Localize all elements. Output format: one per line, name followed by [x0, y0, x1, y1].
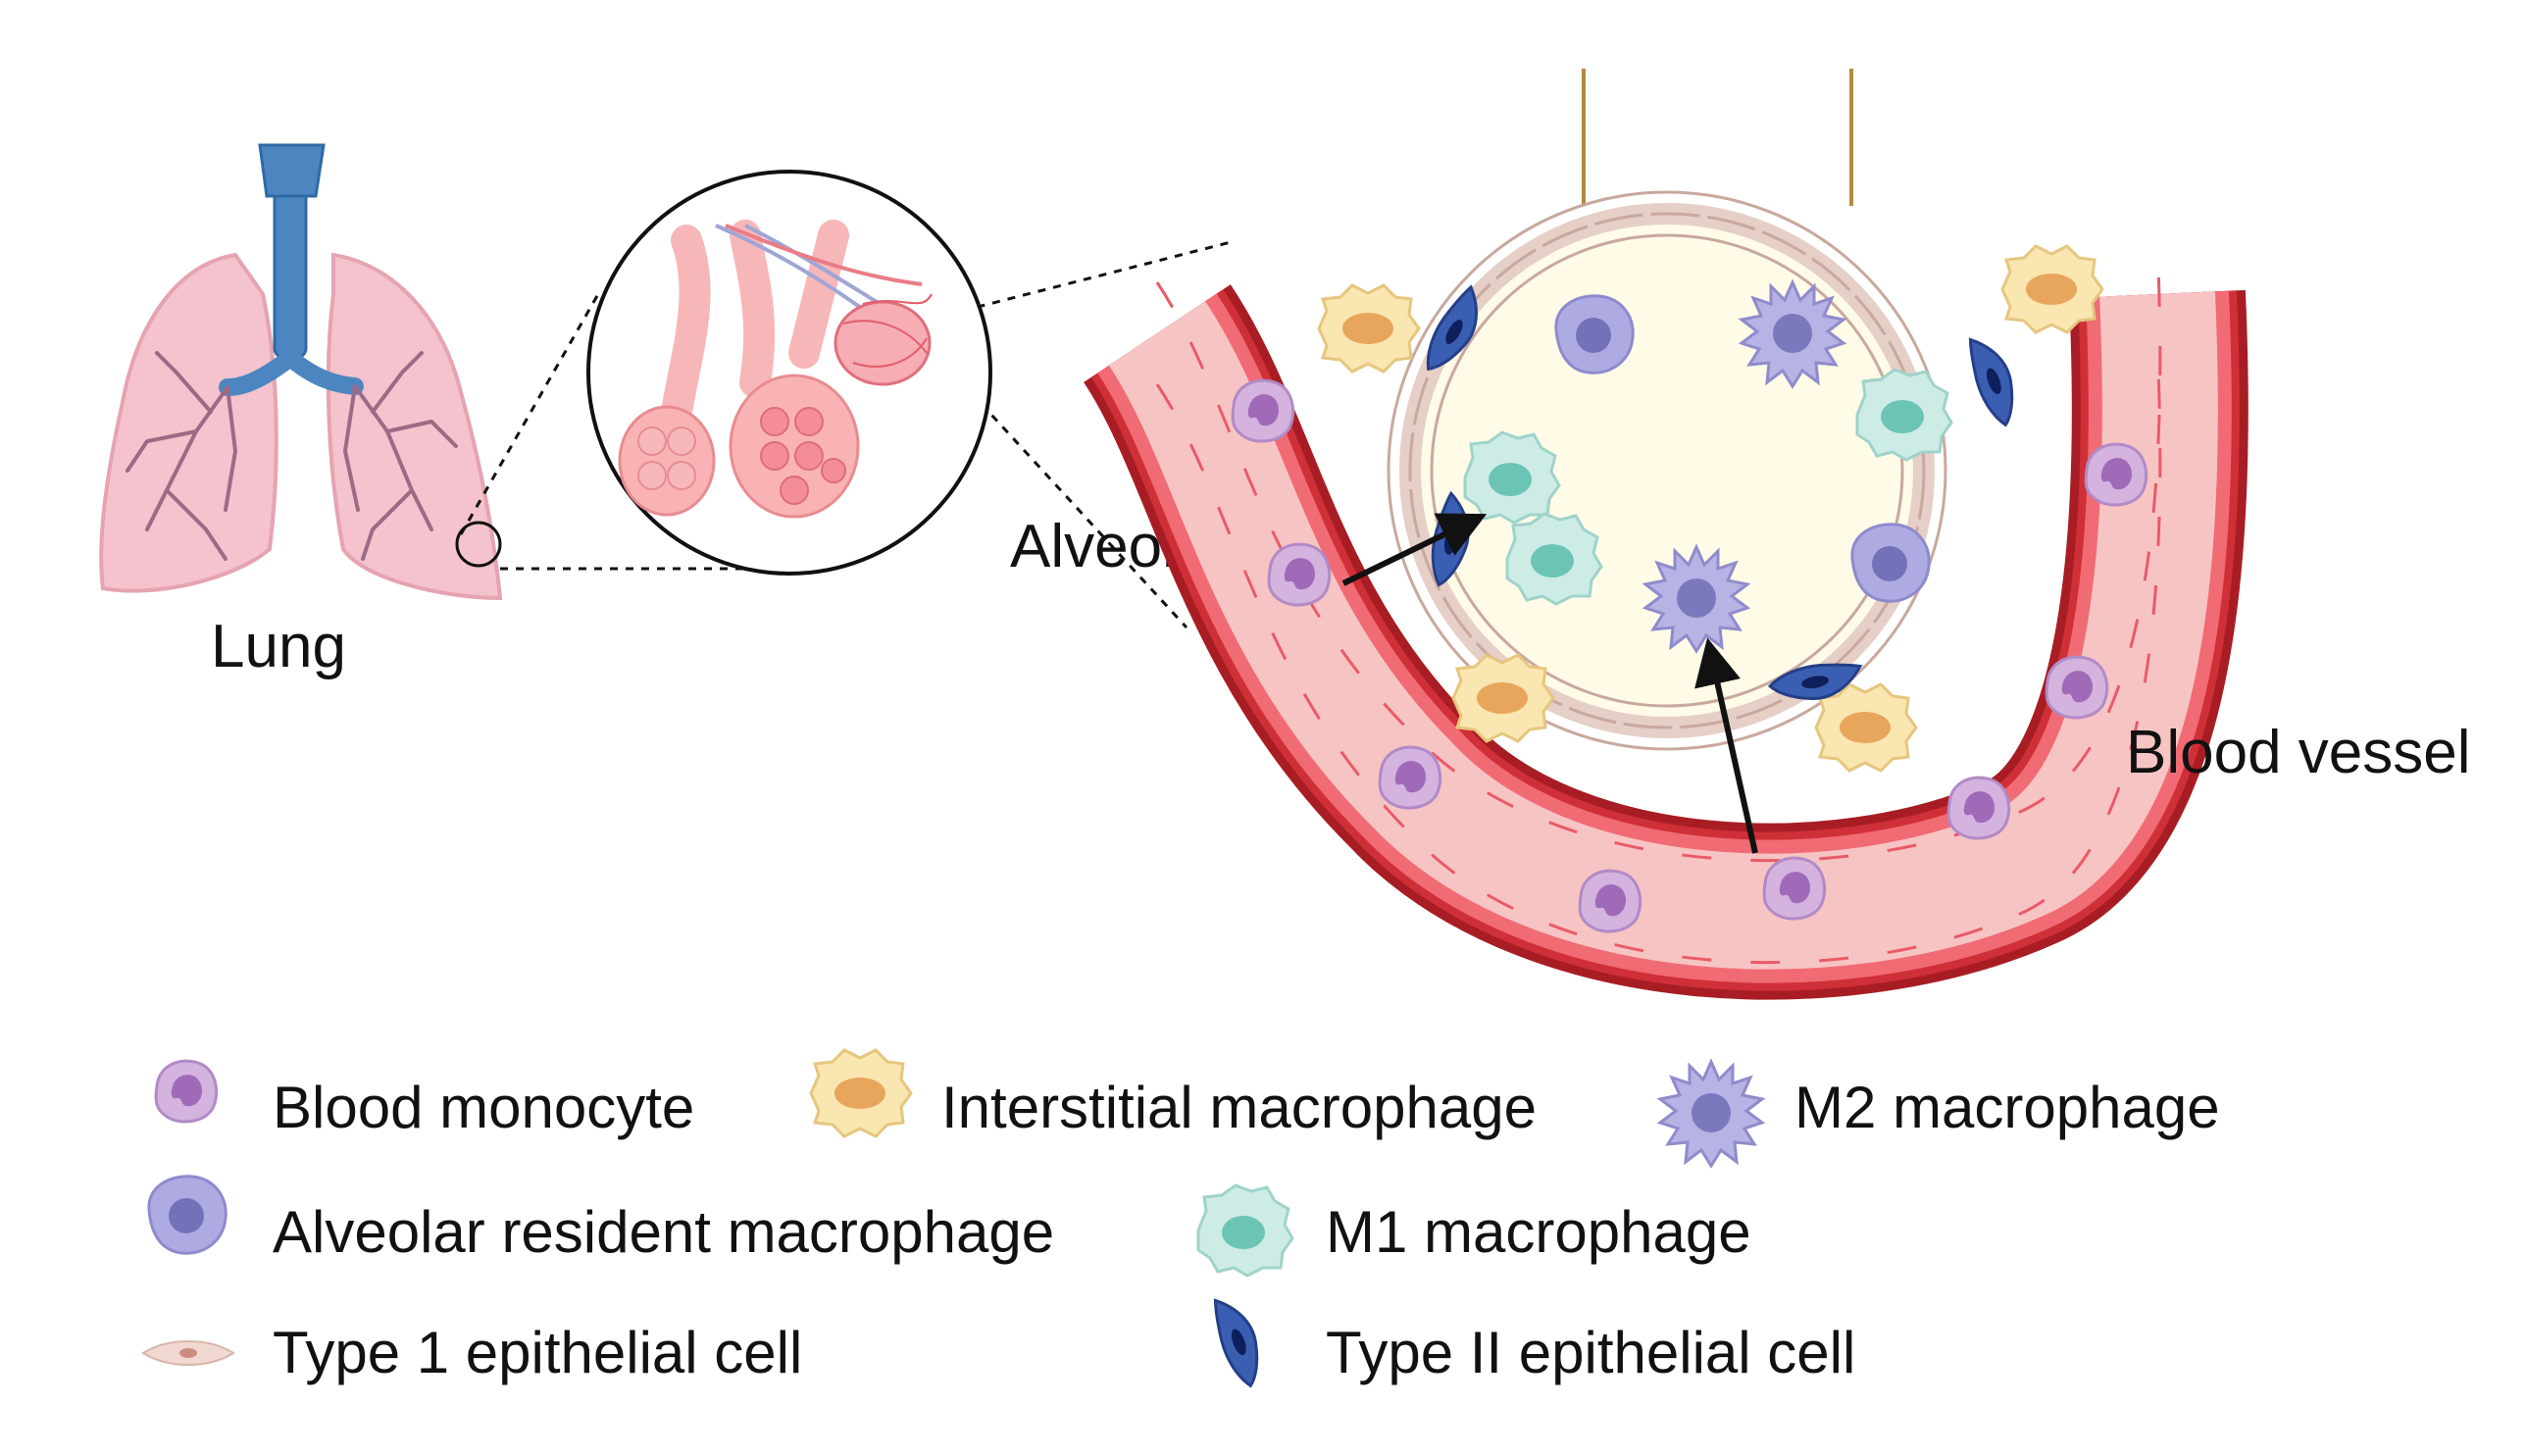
m1-macrophage-icon — [1196, 1183, 1294, 1278]
legend-label-interstitial-macrophage: Interstitial macrophage — [941, 1075, 1537, 1140]
alveolar-resident-macrophage-icon — [147, 1175, 227, 1255]
blood-vessel — [1083, 242, 2248, 1000]
legend-item-type-2-epithelial-cell: Type II epithelial cell — [1205, 1290, 1855, 1392]
legend-item-m2-macrophage: M2 macrophage — [1658, 1060, 2220, 1168]
interstitial-macrophage-icon — [809, 1048, 913, 1138]
type-1-epithelial-cell-icon — [142, 1340, 234, 1366]
legend-item-blood-monocyte: Blood monocyte — [154, 1059, 694, 1140]
m2-macrophage-icon — [1658, 1060, 1764, 1168]
type-2-epithelial-cell-icon — [1205, 1290, 1272, 1392]
alveoli-zoom-circle — [586, 170, 992, 576]
lung-illustration — [99, 143, 503, 601]
legend-label-m1-macrophage: M1 macrophage — [1326, 1199, 1751, 1265]
legend-label-m2-macrophage: M2 macrophage — [1794, 1075, 2220, 1140]
legend-label-alveolar-resident-macrophage: Alveolar resident macrophage — [273, 1199, 1054, 1265]
legend-item-type-1-epithelial-cell: Type 1 epithelial cell — [142, 1320, 802, 1385]
arrows — [1341, 513, 1758, 854]
blood-vessel-label: Blood vessel — [2126, 719, 2471, 786]
blood-monocyte-icon — [154, 1059, 219, 1124]
legend: Blood monocyte Interstitial macrophage M… — [142, 1048, 2220, 1392]
legend-item-m1-macrophage: M1 macrophage — [1196, 1183, 1751, 1278]
lung-label: Lung — [211, 613, 346, 680]
legend-item-interstitial-macrophage: Interstitial macrophage — [809, 1048, 1537, 1140]
legend-label-blood-monocyte: Blood monocyte — [273, 1075, 694, 1140]
legend-label-type-1-epithelial-cell: Type 1 epithelial cell — [273, 1320, 802, 1385]
legend-item-alveolar-resident-macrophage: Alveolar resident macrophage — [147, 1175, 1054, 1265]
legend-label-type-2-epithelial-cell: Type II epithelial cell — [1326, 1320, 1855, 1385]
